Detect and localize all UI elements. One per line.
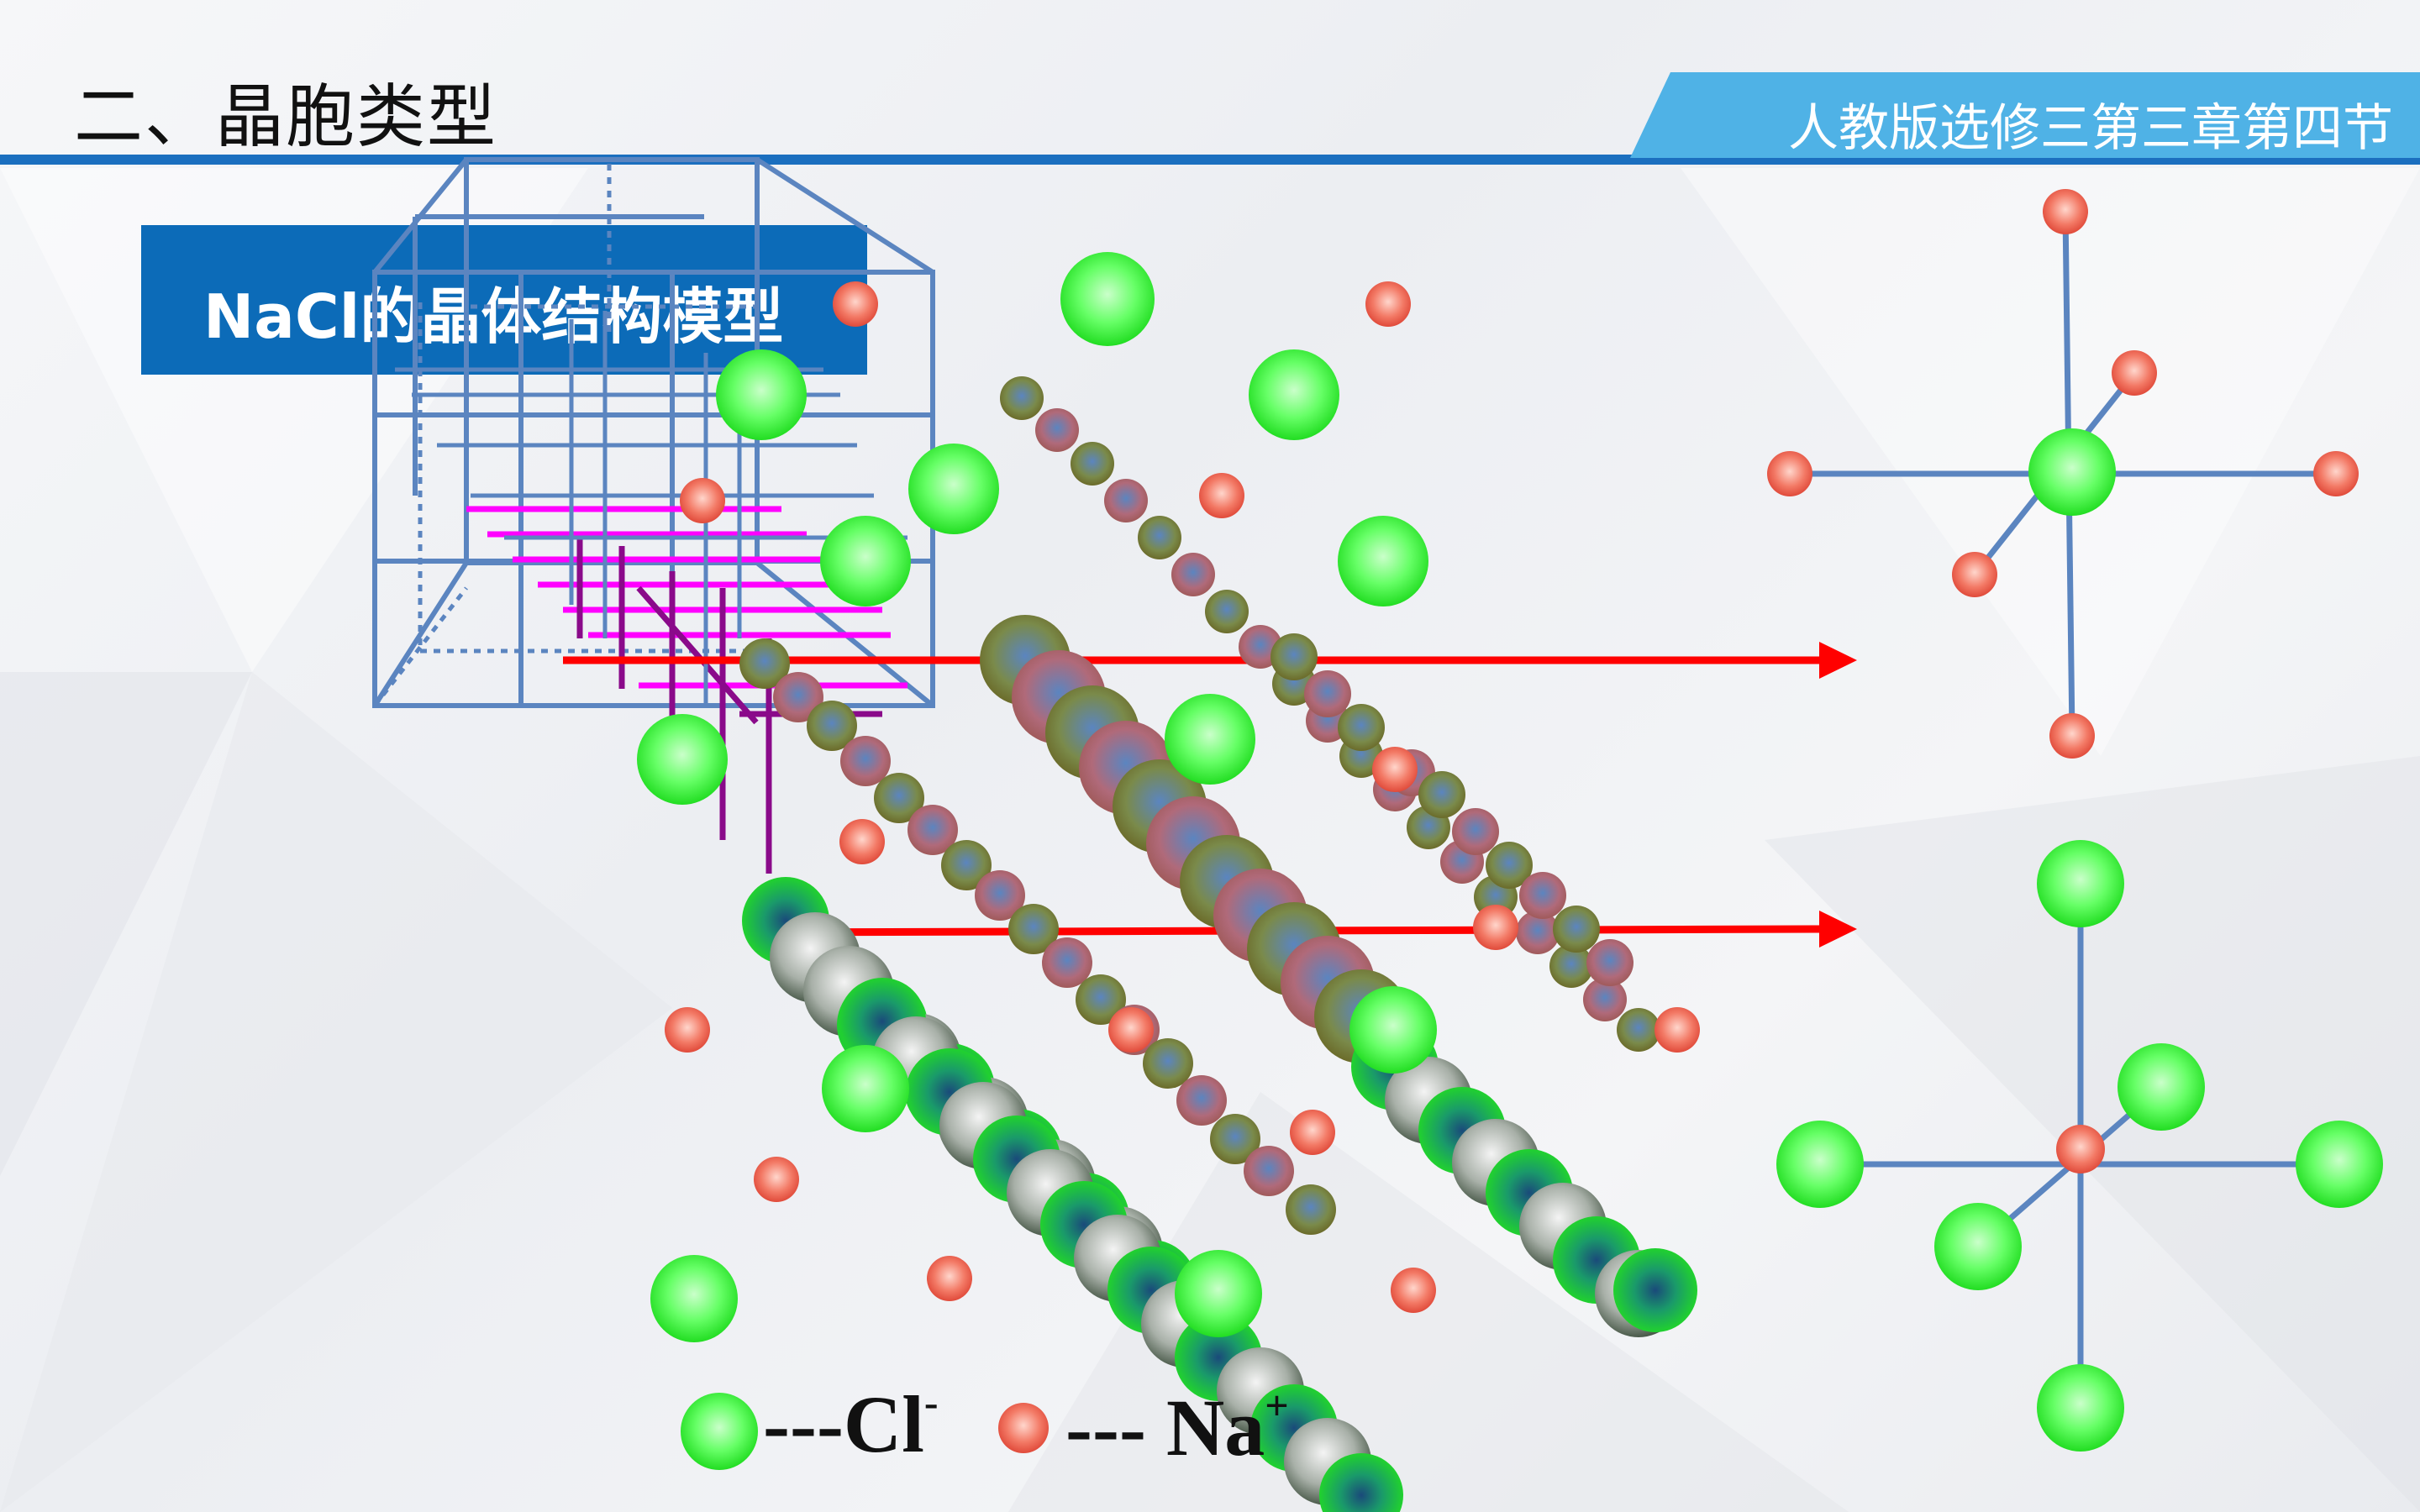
legend-cl-atom <box>681 1393 758 1470</box>
unit-cell-frame <box>372 157 935 708</box>
chapter-tab <box>1630 72 2420 158</box>
atom-chain-middle <box>739 638 1336 1235</box>
chapter-label: 人教版选修三第三章第四节 <box>1788 99 2393 158</box>
coordination-na-environment <box>1767 189 2359 759</box>
coordination-cl-environment <box>1776 840 2383 1452</box>
model-label: NaCl的晶体结构模型 <box>203 281 784 352</box>
cl-atoms-unit-cell <box>637 252 1437 1342</box>
unit-cell-hidden-edges <box>373 164 756 707</box>
page-title: 二、晶胞类型 <box>74 77 498 157</box>
legend-cl-label: ---Cl- <box>763 1378 939 1469</box>
legend-na-atom <box>998 1403 1049 1453</box>
na-atoms-unit-cell <box>665 281 1700 1313</box>
legend-na-label: --- Na+ <box>1065 1382 1289 1473</box>
model-label-box <box>141 225 867 375</box>
lattice-layer-verticals <box>576 538 882 874</box>
